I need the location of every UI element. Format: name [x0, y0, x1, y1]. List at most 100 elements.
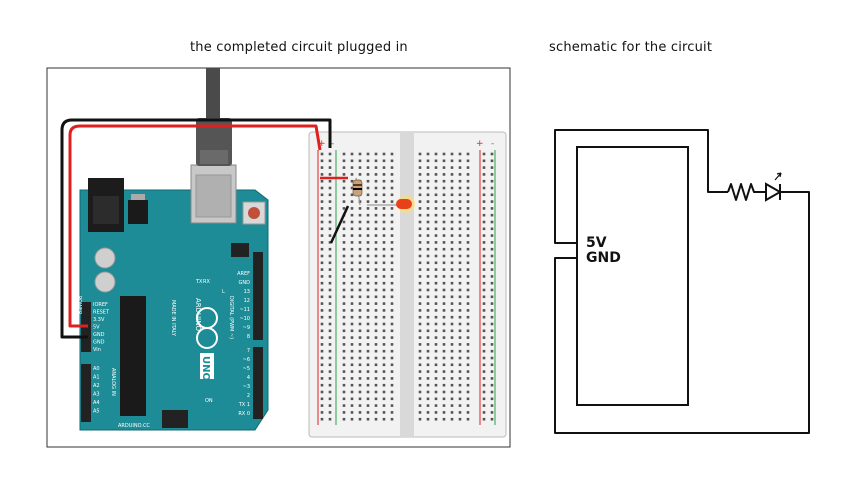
- breadboard-hole: [466, 281, 470, 285]
- breadboard-hole: [320, 356, 324, 360]
- breadboard-hole: [350, 404, 354, 407]
- breadboard-hole: [374, 404, 378, 407]
- breadboard-hole: [466, 363, 470, 367]
- breadboard-hole: [450, 329, 454, 333]
- breadboard-hole: [382, 193, 386, 197]
- breadboard-hole: [442, 383, 446, 387]
- breadboard-hole: [442, 329, 446, 333]
- breadboard-hole: [442, 200, 446, 203]
- breadboard-hole: [434, 234, 438, 237]
- breadboard-hole: [320, 275, 324, 278]
- breadboard-hole: [390, 213, 394, 217]
- breadboard-hole: [390, 207, 394, 210]
- breadboard-hole: [434, 207, 438, 210]
- voltage-regulator: [128, 200, 148, 224]
- breadboard-hole: [320, 397, 324, 401]
- breadboard-hole: [482, 166, 486, 169]
- breadboard-hole: [434, 383, 438, 387]
- breadboard-hole: [342, 309, 346, 312]
- breadboard-hole: [358, 356, 362, 360]
- breadboard-hole: [374, 166, 378, 169]
- breadboard-hole: [434, 363, 438, 367]
- breadboard-hole: [482, 397, 486, 401]
- breadboard-hole: [366, 254, 370, 258]
- breadboard-hole: [350, 207, 354, 210]
- breadboard-hole: [466, 173, 470, 176]
- breadboard-hole: [342, 261, 346, 265]
- breadboard-hole: [328, 179, 332, 183]
- breadboard-hole: [342, 200, 346, 203]
- breadboard-hole: [450, 261, 454, 265]
- breadboard-hole: [342, 159, 346, 163]
- breadboard-hole: [490, 261, 494, 265]
- breadboard-hole: [374, 281, 378, 285]
- breadboard-hole: [374, 275, 378, 278]
- breadboard-hole: [458, 186, 462, 190]
- breadboard-hole: [358, 166, 362, 169]
- breadboard-hole: [442, 159, 446, 163]
- schematic-arduino-box: [576, 146, 689, 406]
- pin-label: ~9: [243, 325, 250, 331]
- pin-label: 12: [244, 298, 250, 304]
- breadboard-hole: [450, 227, 454, 231]
- capacitor: [94, 247, 116, 269]
- breadboard-hole: [350, 254, 354, 258]
- breadboard-hole: [466, 383, 470, 387]
- breadboard-hole: [418, 254, 422, 258]
- breadboard-hole: [374, 247, 378, 251]
- breadboard-hole: [434, 281, 438, 285]
- breadboard-hole: [390, 200, 394, 203]
- breadboard-hole: [418, 281, 422, 285]
- breadboard-hole: [490, 356, 494, 360]
- breadboard-hole: [382, 315, 386, 319]
- breadboard-hole: [458, 166, 462, 169]
- breadboard-hole: [490, 241, 494, 244]
- breadboard-hole: [434, 220, 438, 224]
- analog-header: [81, 364, 91, 422]
- breadboard-hole: [482, 349, 486, 353]
- breadboard-hole: [442, 315, 446, 319]
- breadboard-hole: [382, 370, 386, 373]
- breadboard-hole: [458, 370, 462, 373]
- breadboard-hole: [490, 343, 494, 346]
- breadboard-hole: [390, 417, 394, 421]
- breadboard-hole: [350, 179, 354, 183]
- pin-label: 4: [247, 375, 250, 381]
- breadboard-hole: [320, 268, 324, 271]
- digital-header-bottom: [253, 347, 263, 419]
- breadboard-hole: [426, 329, 430, 333]
- breadboard-hole: [366, 261, 370, 265]
- digital-header-top: [253, 252, 263, 340]
- breadboard-hole: [382, 234, 386, 237]
- breadboard-hole: [458, 383, 462, 387]
- breadboard-hole: [350, 166, 354, 169]
- breadboard-hole: [434, 322, 438, 326]
- breadboard-hole: [442, 186, 446, 190]
- breadboard-hole: [482, 404, 486, 407]
- breadboard-hole: [328, 377, 332, 380]
- breadboard-hole: [358, 370, 362, 373]
- breadboard-hole: [320, 213, 324, 217]
- breadboard-hole: [358, 213, 362, 217]
- breadboard-hole: [466, 193, 470, 197]
- breadboard-hole: [342, 288, 346, 292]
- pin-label: ~11: [239, 307, 250, 313]
- breadboard-hole: [350, 186, 354, 190]
- breadboard-hole: [490, 309, 494, 312]
- pin-label: A4: [93, 400, 100, 406]
- breadboard-hole: [434, 288, 438, 292]
- breadboard-hole: [434, 159, 438, 163]
- breadboard-hole: [320, 302, 324, 305]
- breadboard-hole: [390, 390, 394, 394]
- breadboard-hole: [390, 268, 394, 271]
- breadboard-hole: [458, 200, 462, 203]
- breadboard-hole: [490, 179, 494, 183]
- breadboard-hole: [358, 159, 362, 163]
- breadboard-hole: [320, 207, 324, 210]
- breadboard-hole: [442, 295, 446, 299]
- breadboard-hole: [342, 322, 346, 326]
- breadboard-hole: [490, 397, 494, 401]
- breadboard-hole: [442, 207, 446, 210]
- breadboard-hole: [418, 200, 422, 203]
- breadboard-hole: [442, 417, 446, 421]
